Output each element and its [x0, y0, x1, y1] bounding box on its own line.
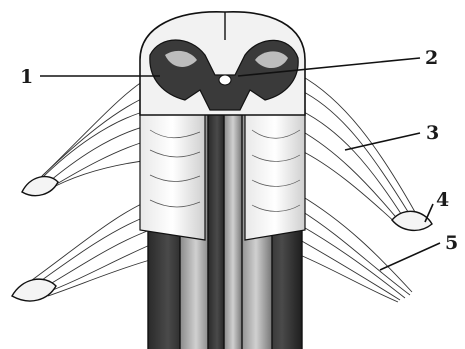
label-3: 3	[426, 122, 439, 144]
leader-3	[345, 133, 420, 150]
central-canal	[219, 75, 231, 85]
spinal-cord-cross-section	[140, 12, 305, 115]
label-4: 4	[436, 189, 449, 211]
left-upper-ganglion	[22, 177, 58, 196]
label-1: 1	[20, 66, 33, 88]
leader-5	[380, 243, 440, 270]
right-upper-nerve	[300, 75, 415, 225]
label-2: 2	[425, 47, 438, 69]
label-5: 5	[445, 232, 458, 254]
left-lower-ganglion	[12, 279, 56, 301]
right-lower-nerve	[300, 195, 412, 302]
left-upper-nerve	[38, 80, 150, 190]
